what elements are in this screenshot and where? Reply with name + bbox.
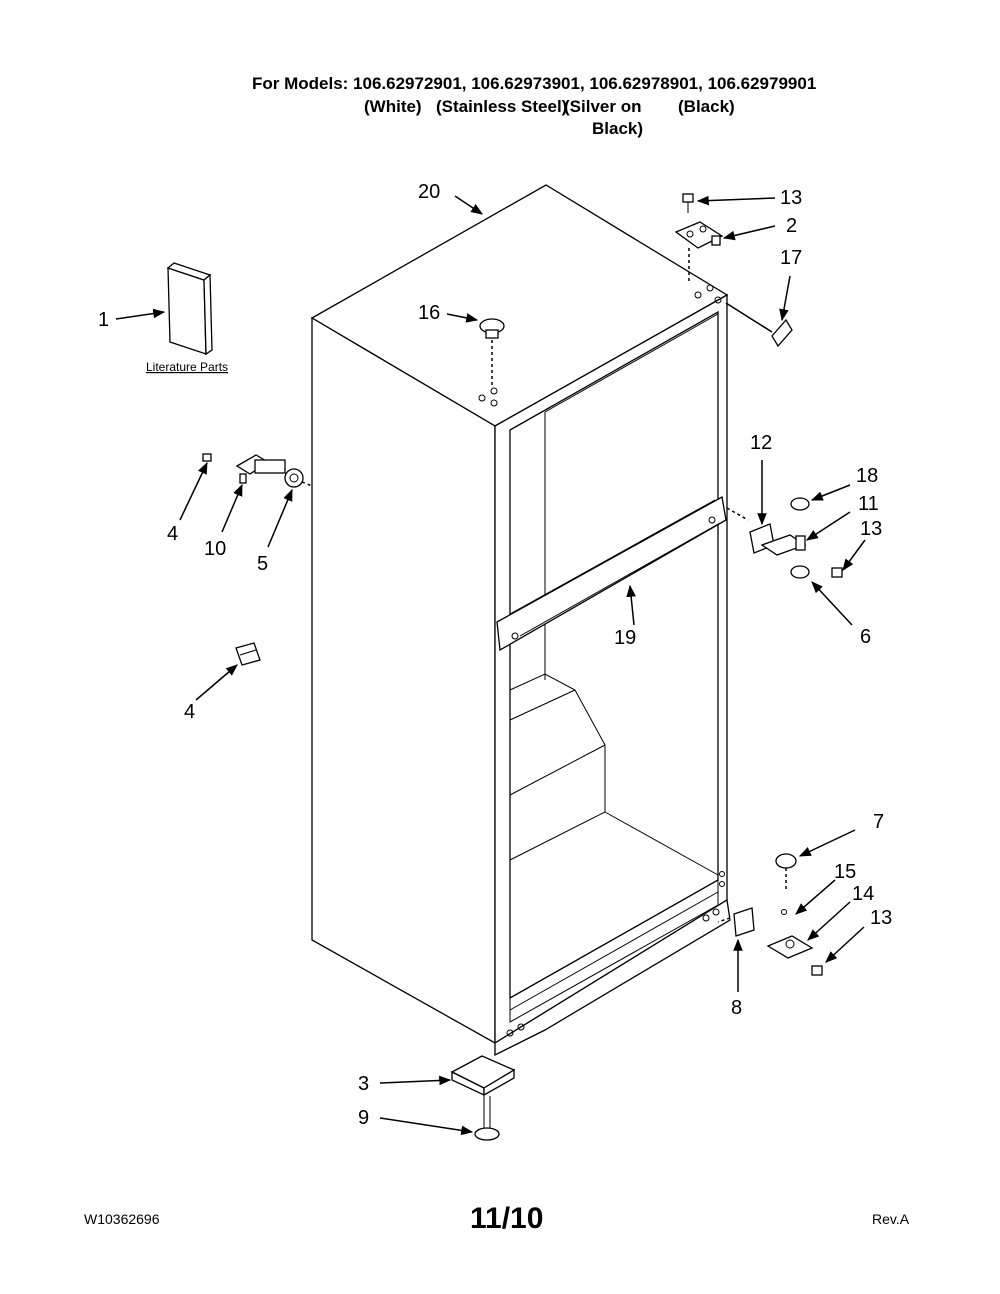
- callout-17: 17: [780, 247, 802, 269]
- clip: [235, 642, 261, 666]
- divider-rail: [496, 495, 727, 652]
- revision-date: 11/10: [470, 1202, 544, 1235]
- callout-2: 2: [786, 215, 797, 237]
- screw-bottom: [811, 965, 823, 976]
- callout-6: 6: [860, 626, 871, 648]
- literature-booklet: [166, 262, 213, 356]
- callout-8: 8: [731, 997, 742, 1019]
- door-stop-assembly: [202, 453, 304, 488]
- callout-18: 18: [856, 465, 878, 487]
- callout-4-lower: 4: [184, 701, 195, 723]
- screw-top: [682, 193, 694, 213]
- callout-5: 5: [257, 553, 268, 575]
- washer: [775, 853, 797, 869]
- finish-black: (Black): [678, 97, 735, 116]
- callout-19: 19: [614, 627, 636, 649]
- callout-7: 7: [873, 811, 884, 833]
- revision-label: Rev.A: [872, 1211, 910, 1227]
- callout-15: 15: [834, 861, 856, 883]
- top-hinge: [674, 221, 724, 249]
- callout-1: 1: [98, 309, 109, 331]
- center-hinge-assembly: [749, 497, 843, 579]
- roller-bracket: [450, 1055, 516, 1097]
- base-rail: [494, 898, 731, 1057]
- callout-9: 9: [358, 1107, 369, 1129]
- leveling-leg: [474, 1096, 500, 1141]
- callout-3: 3: [358, 1073, 369, 1095]
- callout-20: 20: [418, 181, 440, 203]
- callout-16: 16: [418, 302, 440, 324]
- models-line: For Models: 106.62972901, 106.62973901, …: [252, 74, 817, 93]
- callout-4-upper: 4: [167, 523, 178, 545]
- cabinet-opening: [509, 310, 719, 1000]
- callout-13-bottom: 13: [870, 907, 892, 929]
- top-plug: [479, 318, 505, 339]
- cabinet-side: [311, 316, 496, 1045]
- callout-13-top: 13: [780, 187, 802, 209]
- leader-lines: [115, 195, 866, 1136]
- callout-14: 14: [852, 883, 874, 905]
- callouts: 1 20 13 2 17 16 4 10 5 4 12 18 11 13 6 1…: [98, 181, 892, 1129]
- finish-silver-2: Black): [592, 119, 644, 138]
- hinge-cover: [771, 318, 793, 348]
- bottom-hinge: [766, 909, 814, 959]
- callout-12: 12: [750, 432, 772, 454]
- shim: [733, 907, 755, 937]
- literature-label: Literature Parts: [146, 360, 228, 374]
- doc-number: W10362696: [84, 1211, 160, 1227]
- callout-10: 10: [204, 538, 226, 560]
- callout-11: 11: [858, 493, 879, 515]
- cabinet: [310, 184, 731, 1057]
- finish-silver: (Silver on: [564, 97, 642, 116]
- finish-white: (White): [364, 97, 422, 116]
- callout-13-middle: 13: [860, 518, 882, 540]
- finish-stainless: (Stainless Steel): [436, 97, 568, 116]
